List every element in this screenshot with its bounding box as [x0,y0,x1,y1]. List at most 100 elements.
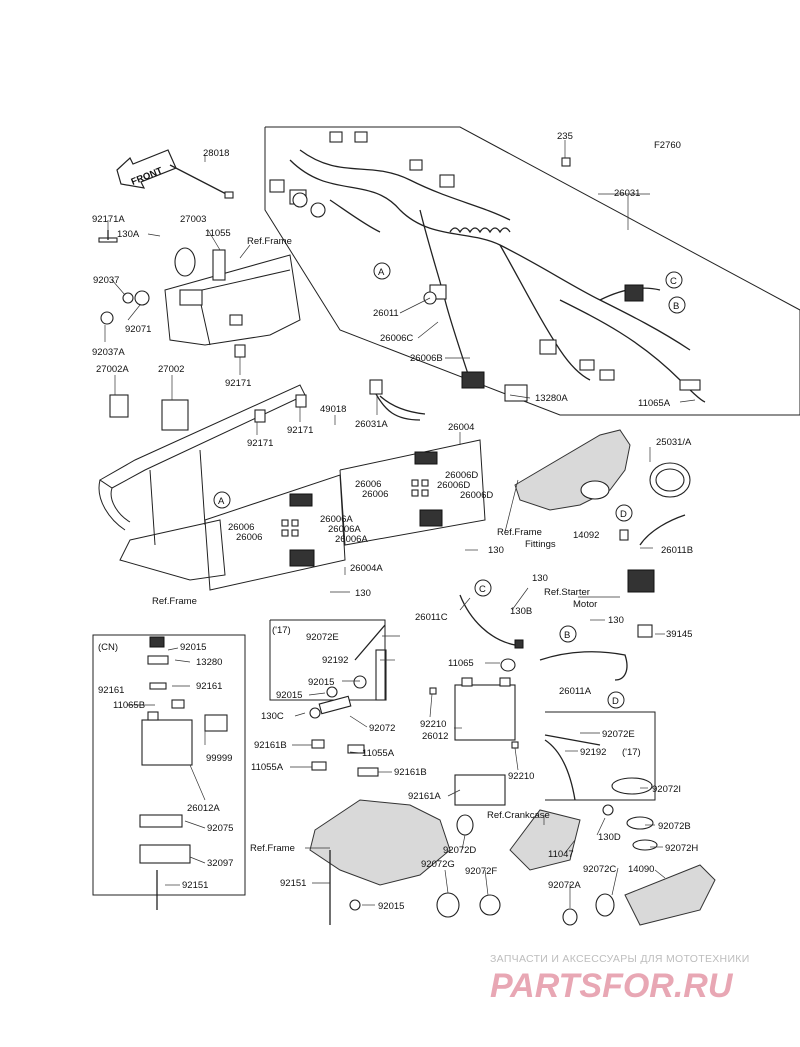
battery-icon [454,684,516,741]
label-92072E-1: 92072E [306,632,339,643]
label-49018: 49018 [320,404,346,415]
label-25031A: 25031/A [656,437,692,448]
label-26012A: 26012A [187,803,220,814]
cn-battery-icon [141,719,193,766]
label-92015-3: 92015 [276,690,302,701]
relay-box-26004A [204,474,346,591]
label-26006D-1: 26006D [445,470,478,481]
label-92171-2: 92171 [247,438,273,449]
label-92171-3: 92171 [287,425,313,436]
label-26006D-2: 26006D [437,480,470,491]
figure-code: F2760 [654,140,681,151]
leader-lines [104,140,696,908]
label-ref-frame-fittings-2: Fittings [525,539,556,550]
label-130A-1: 130A [117,229,140,240]
label-92037A: 92037A [92,347,125,358]
label-26011: 26011 [373,308,399,319]
label-99999: 99999 [206,753,232,764]
label-26006A-1: 26006A [320,514,353,525]
clamps-crankcase [436,777,716,926]
callout-C-2: C [479,584,486,595]
label-13280: 13280 [196,657,222,668]
label-92015-1: 92015 [180,642,206,653]
callout-B-2: B [564,630,570,641]
callout-B-1: B [673,301,679,312]
label-11055A-2: 11055A [251,762,284,773]
label-17-2: ('17) [622,747,641,758]
label-ref-frame-3: Ref.Frame [250,843,295,854]
label-ref-frame-fittings-1: Ref.Frame [497,527,542,538]
label-ref-crankcase: Ref.Crankcase [487,810,550,821]
label-92015-2: 92015 [308,677,334,688]
part-labels: F2760 235 26031 28018 92171A 27003 130A … [92,131,698,912]
label-92161B-2: 92161B [394,767,427,778]
label-ref-frame-2: Ref.Frame [152,596,197,607]
label-26006-3: 26006 [228,522,254,533]
label-26006-4: 26006 [236,532,262,543]
label-28018: 28018 [203,148,229,159]
label-92015-4: 92015 [378,901,404,912]
label-26011A: 26011A [559,686,592,697]
label-92161-1: 92161 [98,685,124,696]
label-130-1: 130 [488,545,504,556]
label-92075: 92075 [207,823,233,834]
label-92072F: 92072F [465,866,497,877]
horn-icon [174,247,196,277]
label-26004A: 26004A [350,563,383,574]
label-39145: 39145 [666,629,692,640]
callout-D-1: D [620,509,627,520]
label-11055: 11055 [205,228,231,239]
watermark: ЗАПЧАСТИ И АКСЕССУАРЫ ДЛЯ МОТОТЕХНИКИ PA… [490,953,750,1005]
label-92037: 92037 [93,275,119,286]
label-14090: 14090 [628,864,654,875]
label-92192-1: 92192 [322,655,348,666]
label-cn: (CN) [98,642,118,653]
callout-D-2: D [612,696,619,707]
label-26006D-3: 26006D [460,490,493,501]
relay-box-26004 [339,439,486,546]
label-26006B: 26006B [410,353,443,364]
front-arrow: FRONT [116,149,177,189]
battery-tray [309,675,451,925]
main-harness-panel [264,126,800,416]
label-92171-1: 92171 [225,378,251,389]
label-92161A: 92161A [408,791,441,802]
label-130B: 130B [510,606,532,617]
label-26031: 26031 [614,188,640,199]
callout-A-2: A [218,496,225,507]
label-11047: 11047 [548,849,574,860]
label-92072C: 92072C [583,864,616,875]
label-ref-frame-1: Ref.Frame [247,236,292,247]
label-130-3: 130 [532,573,548,584]
label-14092: 14092 [573,530,599,541]
label-26011C: 26011C [415,612,448,623]
label-92192-2: 92192 [580,747,606,758]
watermark-logo: PARTSFOR.RU [490,967,734,1005]
label-92072B: 92072B [658,821,691,832]
label-26011B: 26011B [661,545,693,556]
harness-coil-wrap [449,227,511,234]
label-92072E-2: 92072E [602,729,635,740]
label-26006-2: 26006 [362,489,388,500]
label-92072I: 92072I [652,784,681,795]
cn-battery-box [92,634,246,910]
label-27002: 27002 [158,364,184,375]
label-11055A-1: 11055A [362,748,395,759]
starter-relay-icon [627,569,655,593]
label-26006A-3: 26006A [335,534,368,545]
label-92072D: 92072D [443,845,476,856]
label-92151-2: 92151 [280,878,306,889]
label-130-4: 130 [608,615,624,626]
bolt-235-icon [561,157,571,167]
watermark-tagline: ЗАПЧАСТИ И АКСЕССУАРЫ ДЛЯ МОТОТЕХНИКИ [490,953,750,965]
label-26004: 26004 [448,422,474,433]
callout-circles: A A B B C C D D [213,262,686,709]
label-11065B: 11065B [113,700,145,711]
label-235: 235 [557,131,573,142]
callout-A-1: A [378,267,385,278]
label-26006C: 26006C [380,333,413,344]
label-11065A: 11065A [638,398,671,409]
label-26006A-2: 26006A [328,524,361,535]
label-26006-1: 26006 [355,479,381,490]
